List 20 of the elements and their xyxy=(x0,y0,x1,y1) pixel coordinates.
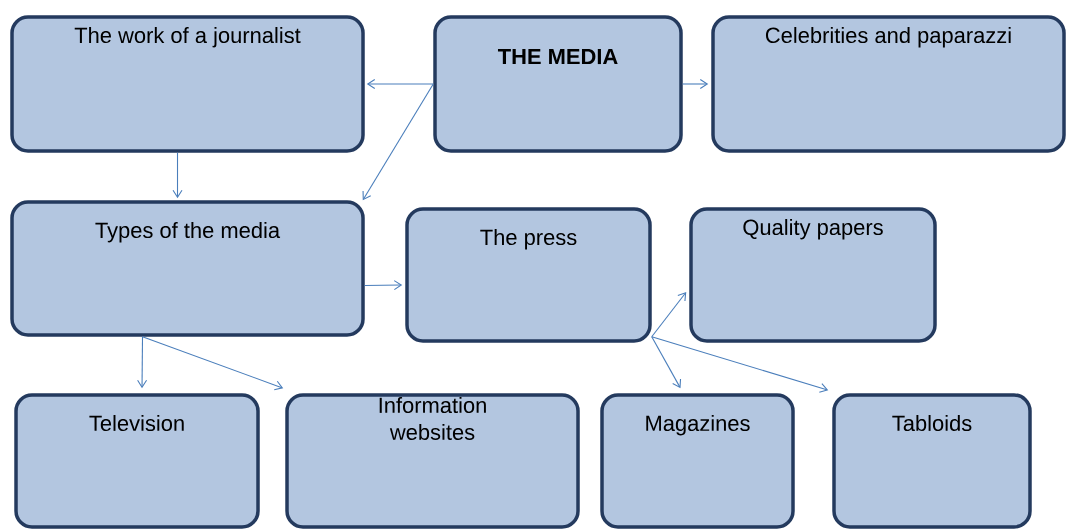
topic-box: Types of the media xyxy=(10,200,365,337)
topic-box: Magazines xyxy=(600,393,795,529)
topic-box: Television xyxy=(14,393,260,529)
arrow xyxy=(651,336,682,389)
topic-box: THE MEDIA xyxy=(433,15,683,153)
arrow xyxy=(366,78,434,90)
topic-box: Celebrities and paparazzi xyxy=(711,15,1066,153)
topic-box: Information websites xyxy=(285,393,580,529)
topic-box: The work of a journalist xyxy=(10,15,365,153)
arrow xyxy=(364,280,403,291)
arrow xyxy=(141,336,284,391)
arrow xyxy=(362,83,434,201)
arrow xyxy=(651,336,829,393)
topic-box: The press xyxy=(405,207,652,343)
arrow xyxy=(172,152,183,199)
topic-box: Tabloids xyxy=(832,393,1032,529)
arrow xyxy=(682,78,709,90)
topic-box: Quality papers xyxy=(689,207,937,343)
arrow xyxy=(137,336,148,389)
arrow xyxy=(651,292,687,338)
